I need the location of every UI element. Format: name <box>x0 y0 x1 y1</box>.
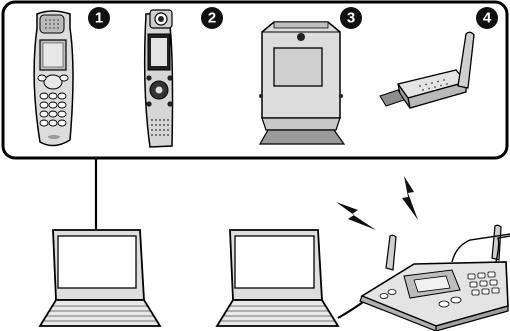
base-station-cable <box>338 300 366 318</box>
item-number-2: 2 <box>208 10 216 27</box>
item-badge-1: 1 <box>88 7 110 29</box>
cordless-handset-icon <box>34 11 73 146</box>
camera-handset-icon <box>145 10 173 147</box>
lightning-signal-icon <box>402 176 418 220</box>
item-number-4: 4 <box>483 10 492 27</box>
wireless-base-station-icon <box>360 225 510 331</box>
item-badge-2: 2 <box>201 7 223 29</box>
item-badge-3: 3 <box>340 7 362 29</box>
lightning-signal-icon <box>336 202 376 230</box>
item-number-3: 3 <box>347 10 355 27</box>
laptop-right-icon <box>217 230 338 326</box>
camera-monitor-stand-icon <box>259 22 344 144</box>
item-number-1: 1 <box>95 10 103 27</box>
item-badge-4: 4 <box>476 7 498 29</box>
laptop-left-icon <box>40 230 160 326</box>
